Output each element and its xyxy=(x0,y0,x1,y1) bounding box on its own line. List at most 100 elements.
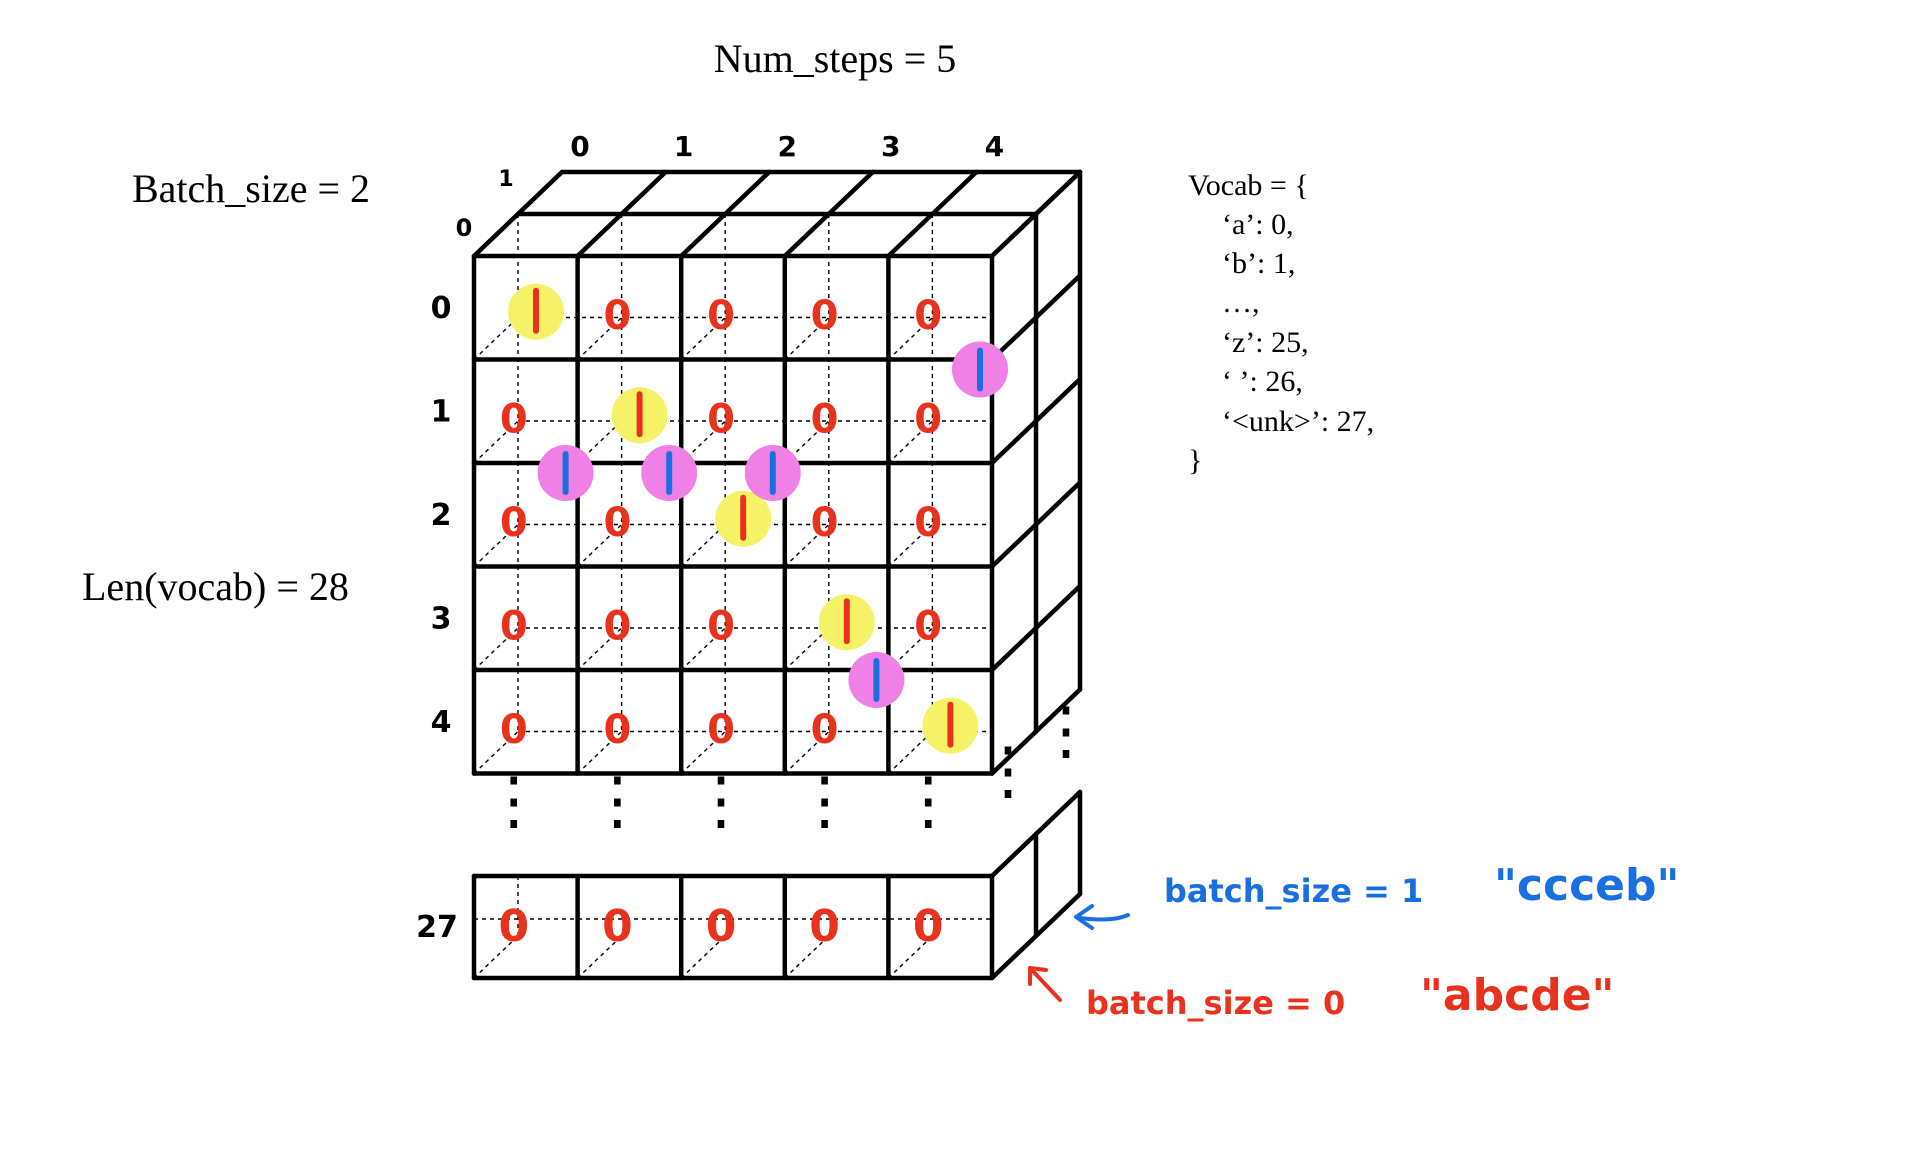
hidden-line xyxy=(887,730,933,775)
step-tick: 4 xyxy=(985,130,1004,163)
row-tick: 4 xyxy=(431,705,452,740)
cell-value: 0 xyxy=(809,901,840,952)
hidden-line xyxy=(887,523,933,568)
hidden-line xyxy=(784,935,830,979)
cell-value: 0 xyxy=(811,293,839,339)
vocab-line: } xyxy=(1188,444,1202,477)
hidden-line xyxy=(784,523,830,568)
row-tick: 1 xyxy=(431,394,452,429)
hidden-line xyxy=(784,730,830,775)
batch1-annotation: batch_size = 1 "ccceb" xyxy=(1074,860,1679,930)
hidden-line xyxy=(887,935,933,979)
grid-line xyxy=(678,169,772,259)
cell-value: 0 xyxy=(707,707,735,753)
grid-line xyxy=(886,169,979,259)
hidden-line xyxy=(680,730,726,775)
vocab-dictionary: Vocab = { ‘a’: 0, ‘b’: 1, …, ‘z’: 25, ‘ … xyxy=(1188,169,1374,477)
vocab-line: ‘z’: 25, xyxy=(1222,326,1309,359)
cell-value: 0 xyxy=(914,396,942,442)
cell-value: 0 xyxy=(603,603,631,649)
cell-value: 0 xyxy=(500,603,528,649)
cell-value: 0 xyxy=(914,293,942,339)
cell-value: 0 xyxy=(498,901,529,952)
hidden-line xyxy=(680,523,726,568)
cell-value: 0 xyxy=(914,603,942,649)
blue-arrow-icon xyxy=(1078,913,1130,922)
len-vocab-label: Len(vocab) = 28 xyxy=(82,564,349,609)
vocab-line: Vocab = { xyxy=(1188,169,1309,202)
one-mark xyxy=(740,494,747,541)
ellipsis-dots: ⋮ xyxy=(585,765,649,836)
cell-value: 0 xyxy=(913,901,944,952)
ellipsis-dots: ⋮ xyxy=(482,765,546,836)
hidden-line xyxy=(473,935,519,979)
hidden-line xyxy=(577,523,623,568)
batch1-text: "ccceb" xyxy=(1494,860,1679,911)
batch-tick: 1 xyxy=(498,167,513,192)
hidden-line xyxy=(473,316,519,361)
cell-value: 0 xyxy=(603,707,631,753)
ellipsis-dots: ⋮ xyxy=(1034,695,1098,766)
cell-value: 0 xyxy=(602,901,633,952)
batch-size-label: Batch_size = 2 xyxy=(132,166,370,211)
ellipsis-dots: ⋮ xyxy=(976,735,1040,806)
one-mark xyxy=(666,451,673,495)
red-arrowhead-icon xyxy=(1028,966,1048,986)
grid-line xyxy=(782,169,876,259)
ellipsis-dots: ⋮⋮⋮⋮⋮⋮⋮ xyxy=(482,695,1098,836)
hidden-line xyxy=(577,935,623,979)
one-mark xyxy=(636,391,643,438)
ellipsis-dots: ⋮ xyxy=(896,765,960,836)
hidden-line xyxy=(473,627,519,671)
cell-value: 0 xyxy=(707,293,735,339)
step-tick: 3 xyxy=(881,130,900,163)
vocab-line: ‘<unk>’: 27, xyxy=(1222,405,1374,438)
cell-value: 0 xyxy=(603,293,631,339)
hidden-line xyxy=(887,316,933,361)
one-mark xyxy=(843,598,850,645)
step-tick: 0 xyxy=(570,130,589,163)
hidden-line xyxy=(577,316,623,361)
cell-value: 0 xyxy=(500,396,528,442)
one-mark xyxy=(769,451,776,495)
row-tick: 0 xyxy=(431,291,452,326)
ellipsis-dots: ⋮ xyxy=(689,765,753,836)
num-steps-label: Num_steps = 5 xyxy=(714,36,957,81)
vocab-line: ‘b’: 1, xyxy=(1222,247,1295,280)
batch0-label: batch_size = 0 xyxy=(1086,984,1345,1022)
one-mark xyxy=(947,701,954,748)
one-mark xyxy=(873,658,880,702)
tensor-grid xyxy=(471,169,1083,981)
batch0-annotation: batch_size = 0 "abcde" xyxy=(1028,966,1614,1022)
cell-value: 0 xyxy=(603,500,631,546)
batch1-label: batch_size = 1 xyxy=(1164,872,1423,910)
batch-tick: 0 xyxy=(456,214,473,242)
cell-value: 0 xyxy=(707,603,735,649)
vocab-line: ‘ ’: 26, xyxy=(1222,365,1303,398)
step-tick: 1 xyxy=(674,130,693,163)
hidden-line xyxy=(784,627,830,671)
grid-line xyxy=(471,169,565,259)
hidden-line xyxy=(680,935,726,979)
row-tick: 2 xyxy=(431,498,452,533)
ellipsis-dots: ⋮ xyxy=(793,765,857,836)
step-tick: 2 xyxy=(777,130,796,163)
cell-value: 0 xyxy=(707,396,735,442)
cell-value: 0 xyxy=(914,500,942,546)
hidden-line xyxy=(680,627,726,671)
row-tick: 27 xyxy=(416,910,458,945)
hidden-line xyxy=(784,316,830,361)
hidden-line xyxy=(680,316,726,361)
cell-value: 0 xyxy=(811,707,839,753)
cell-value: 0 xyxy=(811,396,839,442)
vocab-line: …, xyxy=(1222,286,1260,319)
blue-arrowhead-icon xyxy=(1074,904,1094,930)
one-mark xyxy=(562,451,569,495)
one-mark xyxy=(533,287,539,334)
cell-value: 0 xyxy=(500,500,528,546)
cell-value: 0 xyxy=(706,901,737,952)
hidden-line xyxy=(577,627,623,671)
